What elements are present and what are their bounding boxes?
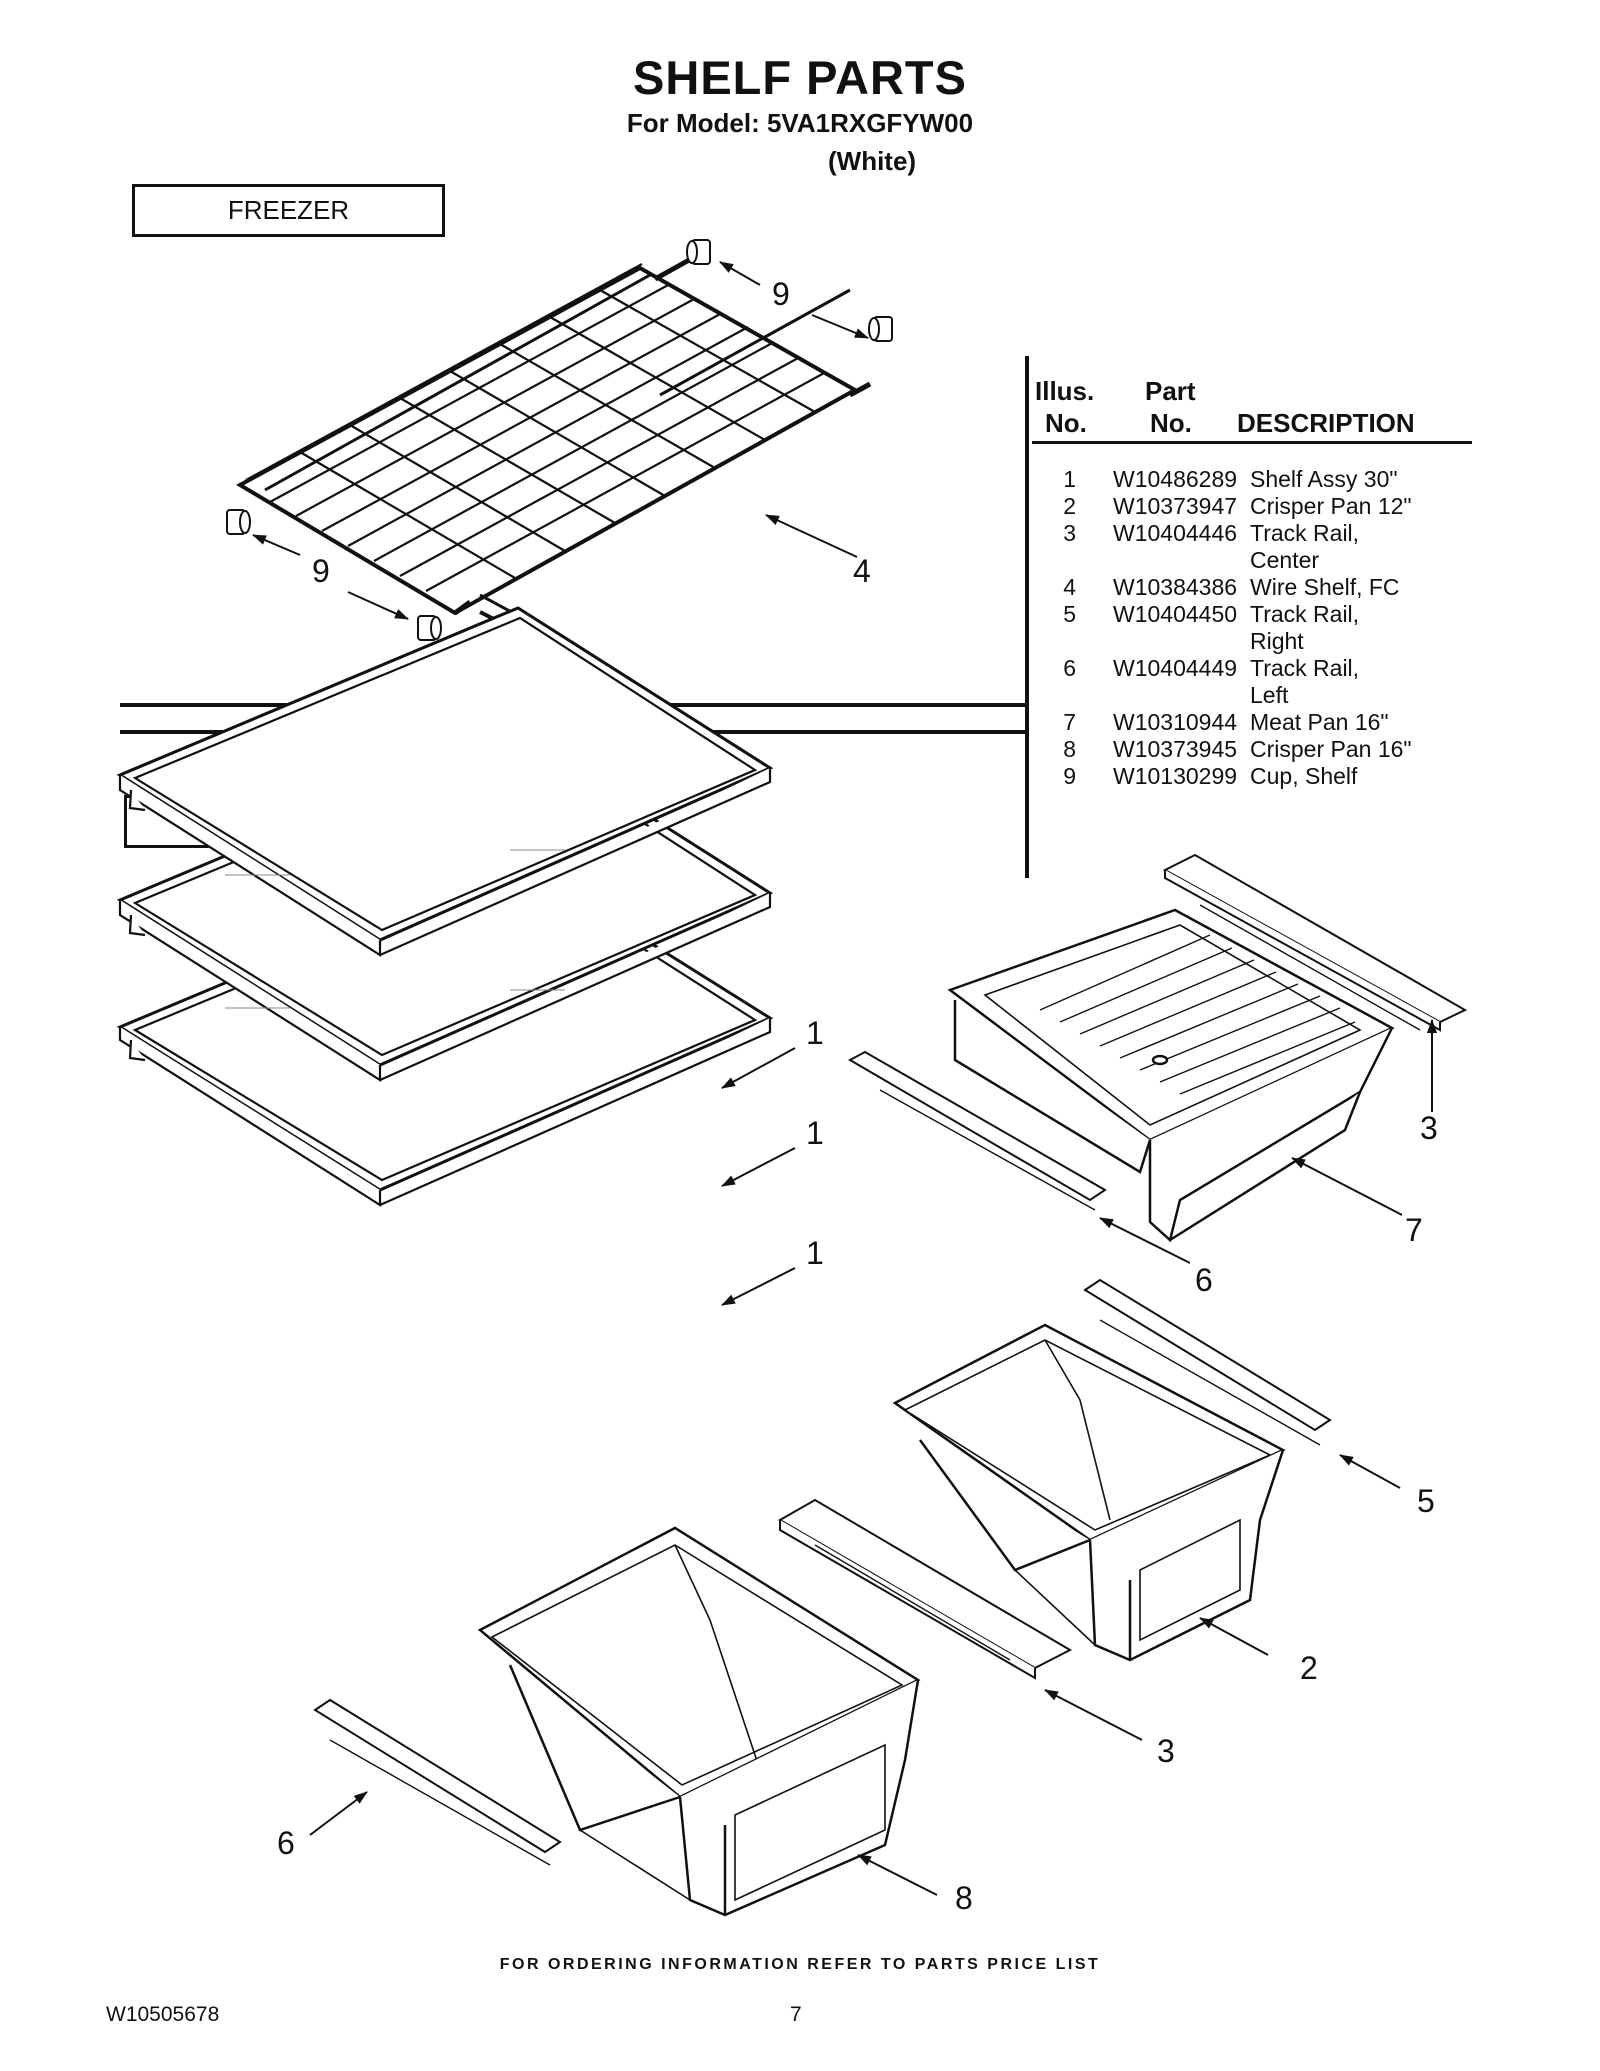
freezer-callout-arrows xyxy=(252,261,869,620)
parts-row: 5 W10404450 Track Rail, xyxy=(1040,601,1500,628)
table-header-rule xyxy=(1032,441,1472,444)
part-desc: Crisper Pan 12" xyxy=(1250,493,1412,519)
callout-4: 4 xyxy=(853,553,871,589)
callout-9-top: 9 xyxy=(772,276,790,312)
wire-shelf-illustration xyxy=(235,251,872,642)
part-no: W10373945 xyxy=(1113,736,1238,762)
parts-row: 2 W10373947 Crisper Pan 12" xyxy=(1040,493,1500,520)
callout-1-top: 1 xyxy=(806,1015,824,1051)
part-no: W10404449 xyxy=(1113,655,1238,681)
illus-no: 6 xyxy=(1063,655,1076,681)
part-no: W10404446 xyxy=(1113,520,1238,546)
callout-1-middle: 1 xyxy=(806,1115,824,1151)
model-color: (White) xyxy=(828,146,917,176)
meat-pan-illustration xyxy=(947,908,1395,1243)
divider-vertical xyxy=(1025,356,1029,878)
header-part-no-line2: No. xyxy=(1150,408,1192,438)
page-title: SHELF PARTS xyxy=(633,51,967,104)
parts-row: 9 W10130299 Cup, Shelf xyxy=(1040,763,1500,790)
part-desc: Wire Shelf, FC xyxy=(1250,574,1400,600)
illus-no: 8 xyxy=(1063,736,1076,762)
part-no: W10130299 xyxy=(1113,763,1238,789)
part-desc: Cup, Shelf xyxy=(1250,763,1358,789)
parts-row: 1 W10486289 Shelf Assy 30" xyxy=(1040,466,1500,493)
freezer-section-label: FREEZER xyxy=(132,184,445,237)
part-desc: Center xyxy=(1250,547,1320,573)
illus-no: 9 xyxy=(1063,763,1076,789)
illus-no: 3 xyxy=(1063,520,1076,546)
callout-9-bottom: 9 xyxy=(312,553,330,589)
crisper-pan-12-illustration xyxy=(892,1323,1286,1662)
crisper-pan-16-illustration xyxy=(477,1526,921,1917)
part-no: W10404450 xyxy=(1113,601,1238,627)
header-part-no-line1: Part xyxy=(1145,376,1196,406)
part-desc: Right xyxy=(1250,628,1304,654)
callout-3-lower: 3 xyxy=(1157,1733,1175,1769)
illus-no: 4 xyxy=(1063,574,1076,600)
illus-no: 1 xyxy=(1063,466,1076,492)
model-line: For Model: 5VA1RXGFYW00 xyxy=(626,108,974,138)
header-illus-no-line1: Illus. xyxy=(1035,376,1095,406)
part-desc: Shelf Assy 30" xyxy=(1250,466,1398,492)
parts-row: Right xyxy=(1040,628,1500,655)
ordering-note: FOR ORDERING INFORMATION REFER TO PARTS … xyxy=(499,1956,1101,1973)
shelf-cup-illustration xyxy=(226,239,893,641)
illus-no: 5 xyxy=(1063,601,1076,627)
callout-1-bottom: 1 xyxy=(806,1235,824,1271)
callout-3-upper: 3 xyxy=(1420,1110,1438,1146)
callout-2: 2 xyxy=(1300,1650,1318,1686)
parts-row: Center xyxy=(1040,547,1500,574)
refrigerator-callout-arrows xyxy=(309,1019,1437,1896)
parts-row: 3 W10404446 Track Rail, xyxy=(1040,520,1500,547)
parts-row: 6 W10404449 Track Rail, xyxy=(1040,655,1500,682)
parts-row: 8 W10373945 Crisper Pan 16" xyxy=(1040,736,1500,763)
header-description: DESCRIPTION xyxy=(1237,408,1415,438)
part-desc: Track Rail, xyxy=(1250,655,1360,681)
part-no: W10384386 xyxy=(1113,574,1238,600)
part-no: W10486289 xyxy=(1113,466,1238,492)
header-illus-no-line2: No. xyxy=(1045,408,1087,438)
page-number: 7 xyxy=(790,2003,802,2026)
parts-row: 7 W10310944 Meat Pan 16" xyxy=(1040,709,1500,736)
track-rail-illustration xyxy=(313,853,1468,1866)
glass-shelf-illustration xyxy=(116,606,774,1208)
illus-no: 7 xyxy=(1063,709,1076,735)
callout-6-upper: 6 xyxy=(1195,1262,1213,1298)
callout-6-lower: 6 xyxy=(277,1825,295,1861)
parts-row: 4 W10384386 Wire Shelf, FC xyxy=(1040,574,1500,601)
callout-7: 7 xyxy=(1405,1212,1423,1248)
part-no: W10373947 xyxy=(1113,493,1238,519)
illus-no: 2 xyxy=(1063,493,1076,519)
part-no: W10310944 xyxy=(1113,709,1238,735)
part-desc: Left xyxy=(1250,682,1289,708)
part-desc: Crisper Pan 16" xyxy=(1250,736,1412,762)
document-id: W10505678 xyxy=(106,2003,220,2026)
parts-row: Left xyxy=(1040,682,1500,709)
callout-8: 8 xyxy=(955,1880,973,1916)
part-desc: Meat Pan 16" xyxy=(1250,709,1389,735)
callout-5: 5 xyxy=(1417,1483,1435,1519)
part-desc: Track Rail, xyxy=(1250,601,1360,627)
part-desc: Track Rail, xyxy=(1250,520,1360,546)
